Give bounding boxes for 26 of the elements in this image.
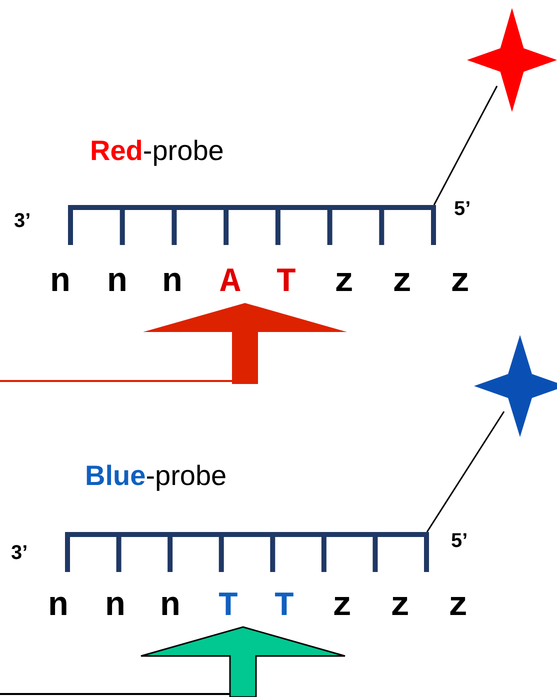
probe-label: Blue-probe: [85, 460, 227, 492]
base-letter: n: [160, 590, 180, 624]
base-letter: T: [274, 590, 294, 624]
strand-end-label: 5’: [451, 530, 468, 552]
base-letter: z: [450, 266, 470, 300]
leader-line: [426, 411, 505, 532]
leader-line: [433, 86, 498, 206]
base-letter: z: [332, 590, 352, 624]
base-letter: n: [50, 266, 70, 300]
base-letter: n: [105, 590, 126, 624]
base-letter: T: [276, 266, 296, 300]
base-letter: z: [390, 590, 410, 624]
strand-end-label: 3’: [11, 542, 28, 564]
base-letter: n: [48, 590, 68, 624]
base-letter: T: [218, 590, 238, 624]
arrow: [143, 303, 347, 384]
arrow: [140, 626, 346, 697]
strand-end-label: 5’: [454, 198, 471, 220]
base-letter: z: [448, 590, 468, 624]
base-letter: n: [162, 266, 182, 300]
base-letter: A: [220, 266, 240, 300]
base-letter: z: [392, 266, 412, 300]
base-letter: n: [107, 266, 128, 300]
strand-end-label: 3’: [14, 210, 31, 232]
probe-label: Red-probe: [90, 135, 224, 167]
base-letter: z: [334, 266, 354, 300]
